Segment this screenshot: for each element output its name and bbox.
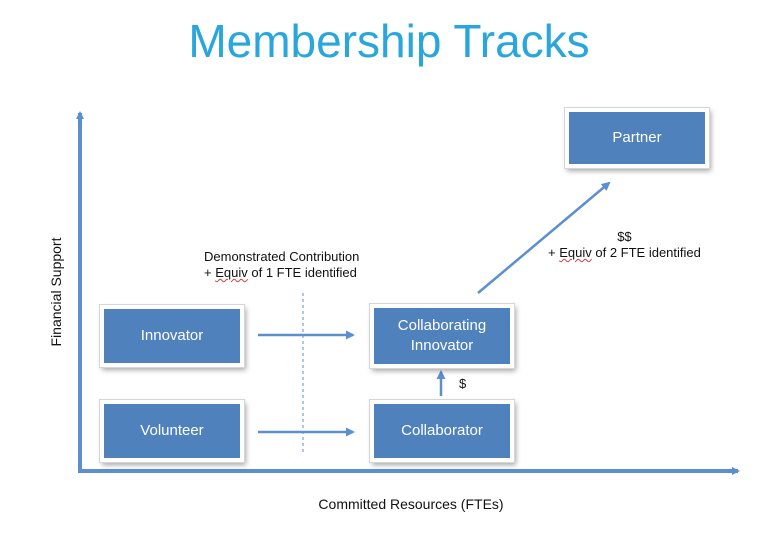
collaborator-label: Collaborator [401,422,483,439]
partner-requirement-note: $$ + Equiv of 2 FTE identified [548,229,701,261]
partner-line2: + Equiv of 2 FTE identified [548,245,701,261]
partner-label: Partner [612,129,662,146]
demonstrated-line1: Demonstrated Contribution [204,249,360,264]
x-axis-label: Committed Resources (FTEs) [318,496,504,512]
partner-line2-suffix: of 2 FTE identified [591,245,701,260]
page-title: Membership Tracks [188,15,590,67]
demonstrated-line2-suffix: of 1 FTE identified [247,265,357,280]
volunteer-label: Volunteer [140,422,204,439]
demonstrated-equiv-word: Equiv [215,265,248,280]
innovator-label: Innovator [140,327,204,344]
partner-line2-prefix: + [548,245,560,260]
double-dollar-line: $$ [617,229,632,244]
collaborating-innovator-line1: Collaborating [397,317,487,334]
partner-box: Partner [565,108,709,168]
innovator-box: Innovator [100,305,244,367]
partner-equiv-word: Equiv [559,245,592,260]
collaborating-to-partner-arrow [477,181,611,294]
demonstrated-line2: + Equiv of 1 FTE identified [204,265,359,281]
collaborating-innovator-label: Collaborating Innovator [398,316,486,356]
demonstrated-line2-prefix: + [204,265,216,280]
dollar-note: $ [459,376,467,391]
y-axis-label-text: Financial Support [48,237,64,347]
collaborator-box: Collaborator [370,400,514,462]
collaborating-innovator-line2: Innovator [410,337,474,354]
volunteer-box: Volunteer [100,400,244,462]
demonstrated-contribution-note: Demonstrated Contribution + Equiv of 1 F… [204,249,359,281]
collaborating-innovator-box: Collaborating Innovator [370,304,514,368]
